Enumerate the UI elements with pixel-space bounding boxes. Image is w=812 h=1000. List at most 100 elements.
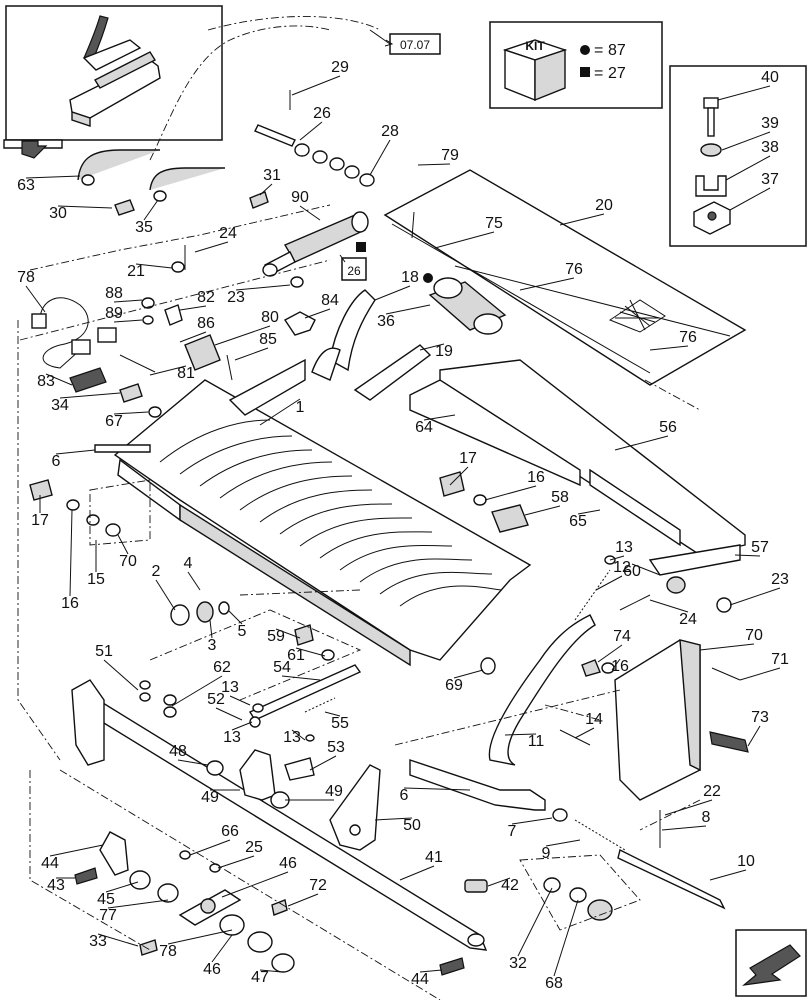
leader-line-80 [214, 325, 271, 346]
leader-line-45 [105, 881, 139, 893]
leader-line-61 [295, 647, 326, 657]
spring-12 [574, 569, 611, 621]
callout-72: 72 [309, 877, 327, 894]
hydraulic-cylinder-91 [262, 211, 369, 277]
next-page-button[interactable] [735, 929, 807, 997]
frame-57 [409, 359, 746, 556]
leader-line-31 [259, 183, 273, 196]
leader-line-24 [649, 599, 689, 613]
callout-88: 88 [105, 285, 123, 302]
callout-32: 32 [509, 955, 527, 972]
leader-line-85 [234, 347, 269, 361]
leader-line-19 [419, 343, 445, 351]
callout-23: 23 [771, 571, 789, 588]
callout-42: 42 [501, 877, 519, 894]
dot-symbol-icon [580, 45, 590, 55]
callout-20: 20 [595, 197, 613, 214]
leader-line-58 [524, 505, 561, 516]
leader-line-3 [209, 619, 213, 639]
callout-8: 8 [702, 809, 711, 826]
leader-line-83 [45, 373, 73, 386]
callout-63: 63 [17, 177, 35, 194]
leader-line-59 [275, 628, 301, 639]
callout-76: 76 [679, 329, 697, 346]
spring-9 [574, 819, 626, 851]
leader-line-76 [649, 345, 689, 351]
arm-45 [99, 831, 129, 876]
callout-52: 52 [207, 691, 225, 708]
callout-55: 55 [331, 715, 349, 732]
leader-line-60 [631, 563, 661, 576]
leader-line-35 [143, 199, 159, 221]
callout-16: 16 [61, 595, 79, 612]
callout-78: 78 [17, 269, 35, 286]
leader-line-56 [614, 435, 669, 451]
leader-line-52 [215, 707, 243, 721]
leader-line-79 [417, 163, 451, 166]
leader-line-25 [217, 855, 255, 869]
sensor-81 [184, 334, 221, 371]
leader-line-44 [49, 844, 104, 857]
latch-19 [353, 344, 432, 401]
leader-line-84 [304, 308, 331, 319]
leader-line-24 [194, 241, 229, 253]
leader-line-70 [699, 643, 755, 651]
leader-line-55 [324, 711, 341, 717]
kit-row-1-equals: = [594, 42, 603, 59]
callout-58: 58 [551, 489, 569, 506]
leader-line-78 [25, 285, 46, 313]
leader-line-89 [113, 319, 143, 323]
callout-64: 64 [415, 419, 433, 436]
callout-31: 31 [263, 167, 281, 184]
leader-line-69 [453, 669, 484, 679]
toothed-bar-18 [329, 289, 376, 372]
leader-line-12 [595, 575, 623, 591]
leader-line-75 [434, 231, 495, 249]
kit-row-2-count: 27 [608, 65, 626, 82]
leader-line-33 [97, 933, 139, 947]
clamp-inset [669, 65, 807, 247]
leader-line-10 [709, 869, 747, 881]
callout-84: 84 [321, 292, 339, 309]
leader-line-86 [179, 331, 207, 343]
leader-line-11 [504, 733, 537, 736]
callout-53: 53 [327, 739, 345, 756]
callout-82: 82 [197, 289, 215, 306]
callout-46: 46 [203, 961, 221, 978]
leader-line-28 [369, 139, 391, 176]
callout-35: 35 [135, 219, 153, 236]
callout-12: 12 [613, 559, 631, 576]
kit-dot-marker [423, 273, 433, 283]
callout-71: 71 [771, 651, 789, 668]
kit-label: KIT [525, 39, 545, 53]
connector-88 [97, 327, 117, 343]
cylinder-37 [428, 277, 507, 335]
callout-39: 39 [761, 115, 779, 132]
callout-75: 75 [485, 215, 503, 232]
callout-86: 86 [197, 315, 215, 332]
kit-row-1-count: 87 [608, 42, 626, 59]
callout-37: 37 [761, 171, 779, 188]
leader-line-44 [419, 969, 443, 973]
leader-line-51 [103, 659, 139, 691]
dash-lines [17, 204, 701, 1000]
callout-68: 68 [545, 975, 563, 992]
callout-70: 70 [119, 553, 137, 570]
callout-49: 49 [325, 783, 343, 800]
leader-line-47 [259, 969, 283, 973]
callout-36: 36 [377, 313, 395, 330]
callout-13: 13 [615, 539, 633, 556]
leader-line-50 [374, 817, 413, 821]
callout-14: 14 [585, 711, 603, 728]
callout-24: 24 [679, 611, 697, 628]
leader-line-16 [484, 485, 537, 501]
callout-90: 90 [291, 189, 309, 206]
lever-6-lower [409, 759, 546, 811]
connector-79 [31, 313, 47, 329]
callout-62: 62 [213, 659, 231, 676]
bracket-top [228, 358, 306, 416]
kit-row-2-equals: = [594, 65, 603, 82]
leader-line-53 [309, 755, 337, 771]
callout-40: 40 [761, 69, 779, 86]
